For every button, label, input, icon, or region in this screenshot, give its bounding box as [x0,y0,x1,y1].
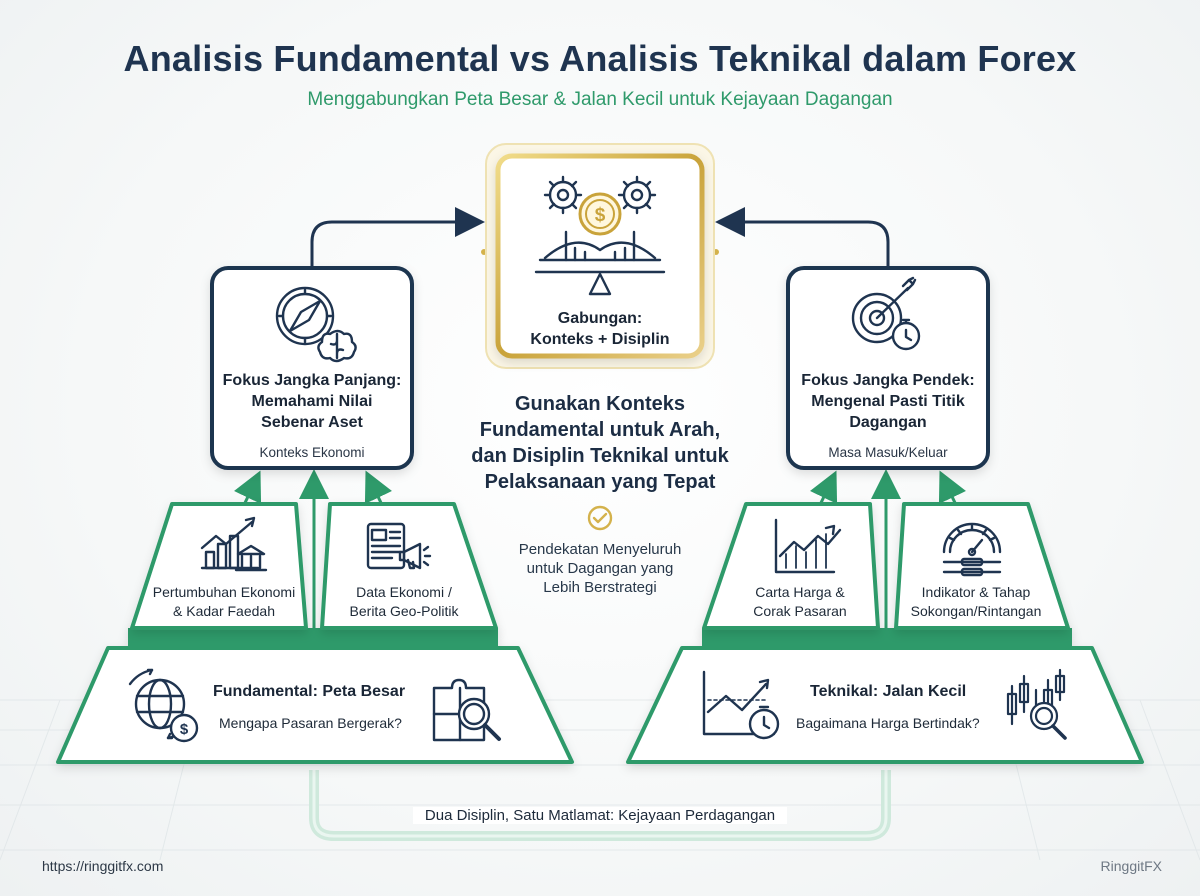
right-focus-sub: Masa Masuk/Keluar [828,445,948,460]
page-title: Analisis Fundamental vs Analisis Teknika… [123,38,1077,79]
approach-text: Pendekatan Menyeluruh untuk Dagangan yan… [450,540,750,597]
main-message-line-3: dan Disiplin Teknikal untuk [471,445,729,467]
technical-base-text: Teknikal: Jalan Kecil Bagaimana Harga Be… [796,683,1006,731]
chart-stopwatch-icon [702,670,780,740]
center-box-title: Gabungan: [557,310,643,327]
right-card-1-label-line-1: Carta Harga & [755,584,845,600]
left-to-center-arrow [310,207,485,268]
dollar-coin-icon: $ [578,192,622,236]
left-focus-line-1: Fokus Jangka Panjang: [222,372,402,389]
gauge-levels-icon [942,522,1002,577]
check-circle-icon [587,505,613,531]
newspaper-megaphone-icon [366,522,432,570]
left-card-2-label-line-2: Berita Geo-Politik [350,603,460,619]
fundamental-base-text: Fundamental: Peta Besar Mengapa Pasaran … [213,683,423,731]
right-focus-line-3: Dagangan [849,414,927,431]
puzzle-magnifier-icon [432,678,501,742]
price-chart-icon [774,518,842,574]
main-message-line-4: Pelaksanaan yang Tepat [484,471,716,493]
left-card-1-label-line-2: & Kadar Faedah [173,603,275,619]
gears-bridge-balance-icon [534,175,666,296]
left-focus-line-2: Memahami Nilai [251,393,373,410]
left-card-1-label-line-1: Pertumbuhan Ekonomi [153,584,295,600]
right-card-2 [894,502,1070,630]
compass-brain-icon [275,286,357,363]
footer-url[interactable]: https://ringgitfx.com [42,858,164,874]
right-focus-line-1: Fokus Jangka Pendek: [801,372,975,389]
loop-label: Dua Disiplin, Satu Matlamat: Kejayaan Pe… [412,807,788,824]
loop-connector [309,770,891,841]
right-focus-text: Fokus Jangka Pendek: Mengenal Pasti Titi… [790,370,986,460]
target-stopwatch-icon [851,276,921,351]
center-box-subtitle: Konteks + Disiplin [530,331,670,348]
technical-base-title: Teknikal: Jalan Kecil [810,683,967,700]
main-message-line-2: Fundamental untuk Arah, [479,419,721,441]
loop-label-row: Dua Disiplin, Satu Matlamat: Kejayaan Pe… [0,807,1200,825]
technical-base-subtitle: Bagaimana Harga Bertindak? [796,715,980,731]
left-focus-sub: Konteks Ekonomi [259,445,365,460]
center-combined-box [485,143,715,369]
right-card-2-label-line-1: Indikator & Tahap [922,584,1031,600]
left-focus-text: Fokus Jangka Panjang: Memahami Nilai Seb… [214,370,410,460]
center-box-label: Gabungan: Konteks + Disiplin [500,308,700,350]
main-message-line-1: Gunakan Konteks [514,393,686,415]
left-card-2-label-line-1: Data Ekonomi / [356,584,452,600]
left-focus-line-3: Sebenar Aset [261,414,363,431]
left-focus-box [210,266,414,470]
right-card-1-label-line-2: Corak Pasaran [753,603,846,619]
approach-line-2: untuk Dagangan yang [526,560,674,577]
right-focus-line-2: Mengenal Pasti Titik [811,393,965,410]
dollar-badge-icon: $ [169,713,199,743]
growth-chart-bank-icon [200,516,268,572]
svg-text:$: $ [180,721,189,738]
right-to-center-arrow [715,207,890,268]
footer-brand: RinggitFX [1100,858,1162,874]
svg-text:$: $ [595,205,606,226]
fundamental-base-title: Fundamental: Peta Besar [213,683,406,700]
fundamental-base-subtitle: Mengapa Pasaran Bergerak? [219,715,402,731]
main-message: Gunakan Konteks Fundamental untuk Arah, … [420,391,780,495]
approach-line-1: Pendekatan Menyeluruh [518,541,682,558]
right-card-2-label-line-2: Sokongan/Rintangan [911,603,1042,619]
right-focus-box [786,266,990,470]
approach-line-3: Lebih Berstrategi [543,579,657,596]
page-subtitle: Menggabungkan Peta Besar & Jalan Kecil u… [307,89,893,110]
candlestick-magnifier-icon [1006,668,1067,740]
